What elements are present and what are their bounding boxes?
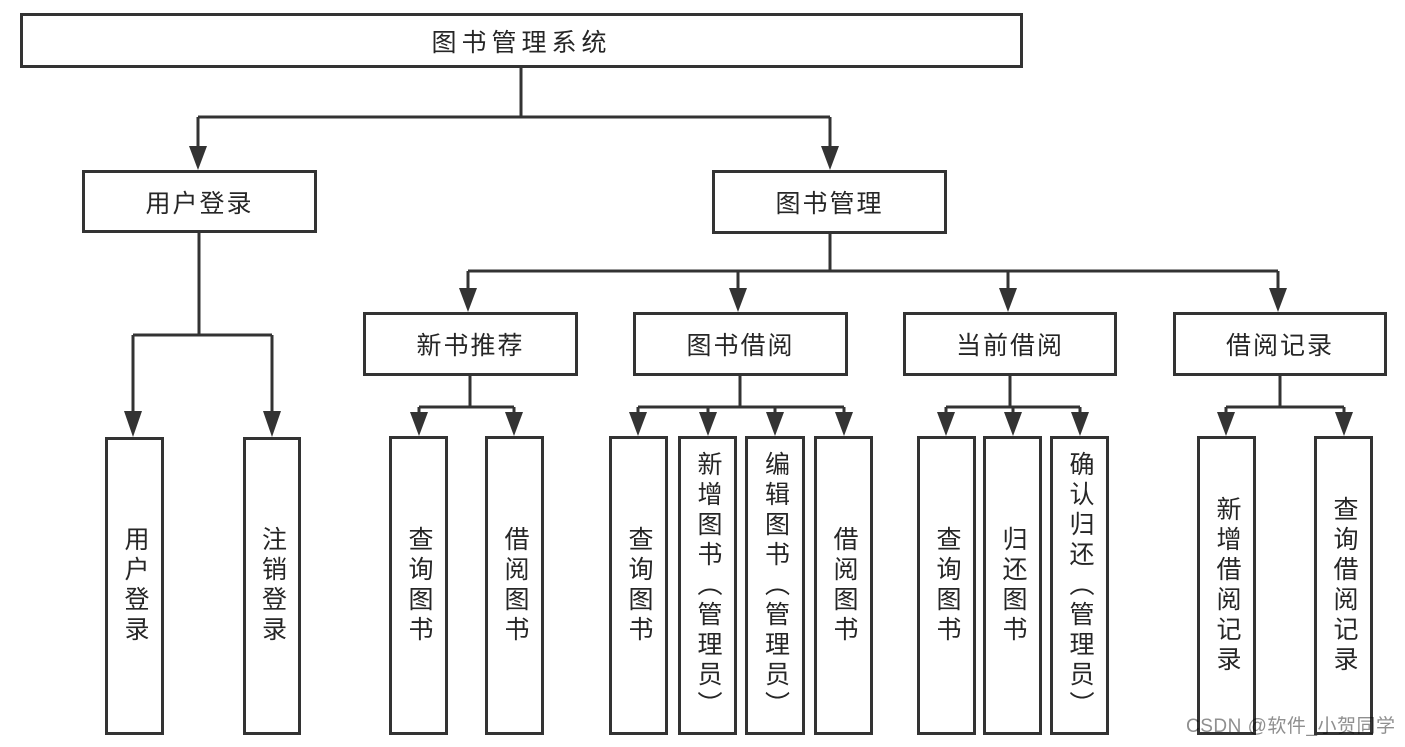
node-label: 注销登录 [258,526,287,646]
node-confirm-return-admin: 确认归还（管理员） [1050,436,1109,735]
node-label: 当前借阅 [955,332,1064,360]
node-label: 图书管理 [775,190,884,218]
node-query-books-current: 查询图书 [917,436,976,735]
node-label: 查询图书 [405,525,433,646]
connector-root-to-level2 [189,68,839,170]
node-label: 借阅图书 [830,525,858,646]
node-label: 新书推荐 [416,332,525,360]
node-label: 查询图书 [625,525,653,646]
node-add-borrow-record: 新增借阅记录 [1197,436,1256,735]
node-label: 确认归还（管理员） [1066,450,1094,721]
node-label: 借阅记录 [1225,332,1334,360]
node-query-borrow-record: 查询借阅记录 [1314,436,1373,735]
node-logout: 注销登录 [243,437,301,735]
node-label: 编辑图书（管理员） [761,450,790,721]
node-book-management: 图书管理 [712,170,947,234]
node-root-system: 图书管理系统 [20,13,1023,68]
node-label: 图书管理系统 [431,28,612,57]
node-new-book-recommend: 新书推荐 [363,312,578,376]
connector-user-login-to-leaves [124,233,281,437]
node-query-books-recommend: 查询图书 [389,436,448,735]
node-label: 新增图书（管理员） [694,450,722,721]
node-query-books-borrow: 查询图书 [609,436,668,735]
node-label: 查询借阅记录 [1330,495,1358,676]
node-current-borrowing: 当前借阅 [903,312,1117,376]
connector-book-borrow-to-leaves [629,376,853,436]
node-label: 图书借阅 [686,332,795,360]
node-label: 借阅图书 [501,525,529,646]
connector-book-mgmt-to-level3 [459,234,1287,312]
node-add-book-admin: 新增图书（管理员） [678,436,737,735]
connector-borrow-records-to-leaves [1217,376,1353,436]
node-borrow-books-recommend: 借阅图书 [485,436,544,735]
connector-new-books-to-leaves [410,376,523,436]
node-label: 新增借阅记录 [1213,495,1241,676]
node-user-login-leaf: 用户登录 [105,437,164,735]
node-borrow-books-leaf: 借阅图书 [814,436,873,735]
node-label: 用户登录 [121,526,149,646]
node-label: 查询图书 [933,525,961,646]
csdn-watermark: CSDN @软件_小贺同学 [1186,716,1396,737]
connector-current-borrow-to-leaves [937,376,1089,436]
node-label: 用户登录 [145,189,254,218]
node-user-login: 用户登录 [82,170,317,233]
node-return-book: 归还图书 [983,436,1042,735]
node-edit-book-admin: 编辑图书（管理员） [745,436,805,735]
node-label: 归还图书 [999,525,1027,646]
node-book-borrowing: 图书借阅 [633,312,848,376]
node-borrowing-records: 借阅记录 [1173,312,1387,376]
